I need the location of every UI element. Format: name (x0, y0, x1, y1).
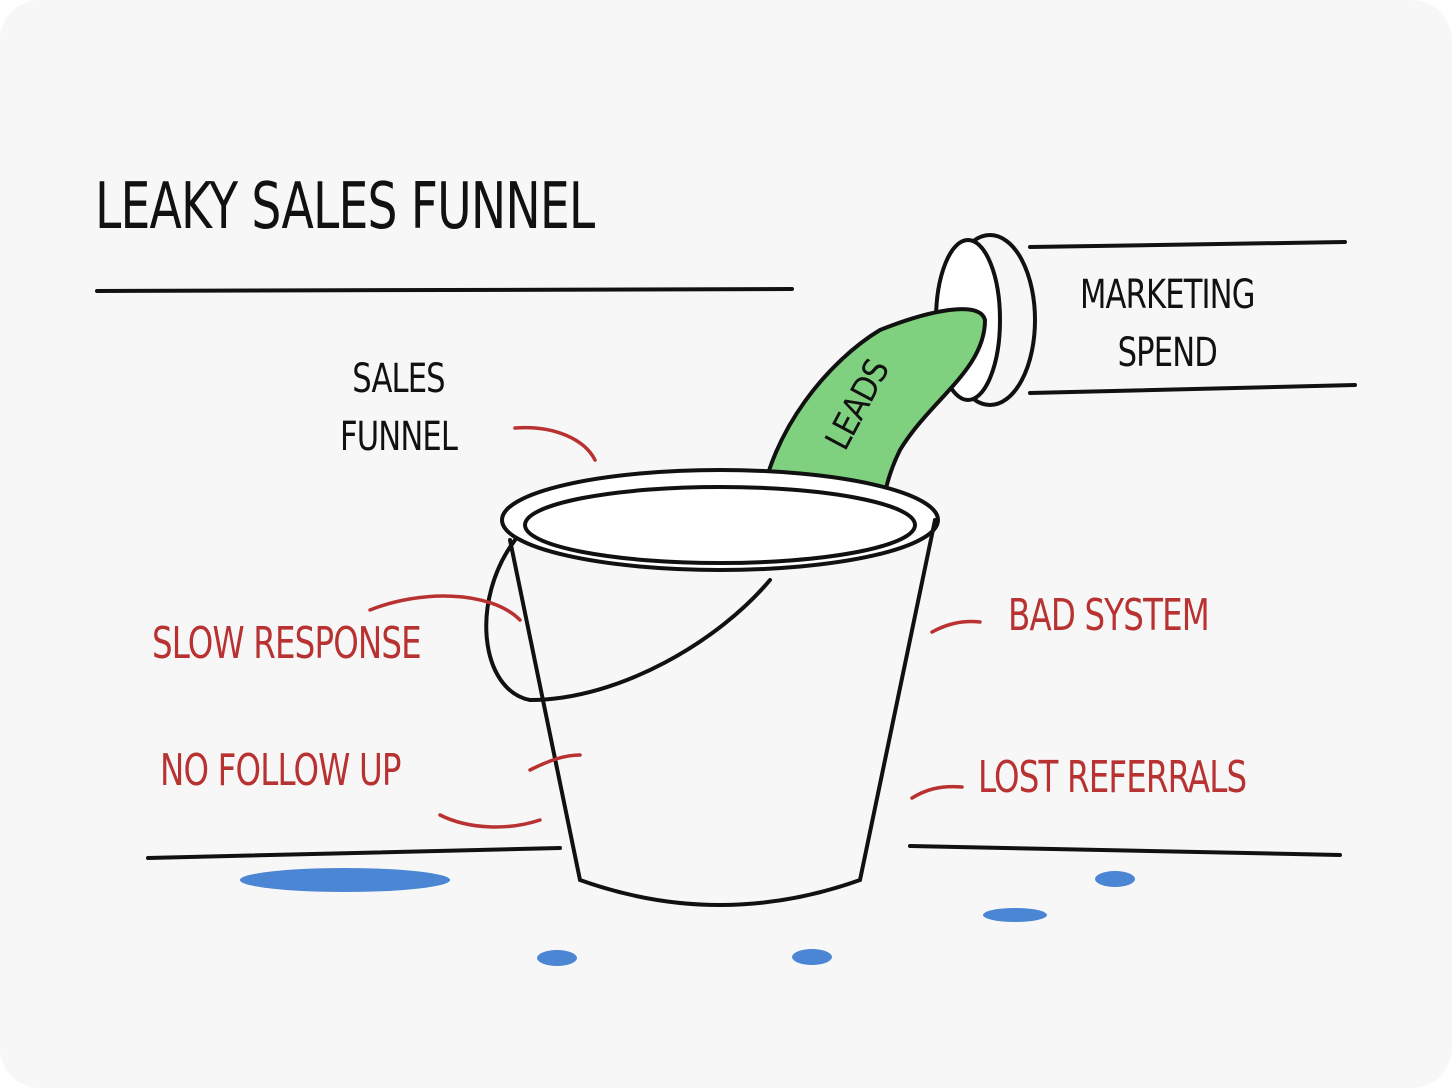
bad-system-label: BAD SYSTEM (1008, 590, 1210, 641)
title-underline (95, 287, 794, 293)
no-follow-up-label: NO FOLLOW UP (160, 745, 401, 796)
bucket (484, 468, 940, 907)
sales-funnel-line-2: FUNNEL (340, 414, 458, 460)
page-title: LEAKY SALES FUNNEL (95, 170, 595, 244)
puddles (240, 868, 1135, 966)
marketing-spend-label: MARKETING SPEND (1080, 266, 1255, 382)
sales-funnel-label: SALES FUNNEL (340, 350, 458, 466)
floor-line-right (908, 844, 1342, 857)
sales-funnel-line-1: SALES (352, 356, 445, 402)
slow-response-label: SLOW RESPONSE (152, 618, 422, 669)
leak-arrows (368, 425, 982, 829)
lost-referrals-label: LOST REFERRALS (978, 752, 1247, 803)
floor-line-left (146, 846, 562, 860)
marketing-spend-line-2: SPEND (1117, 330, 1218, 376)
marketing-spend-line-1: MARKETING (1080, 272, 1255, 318)
